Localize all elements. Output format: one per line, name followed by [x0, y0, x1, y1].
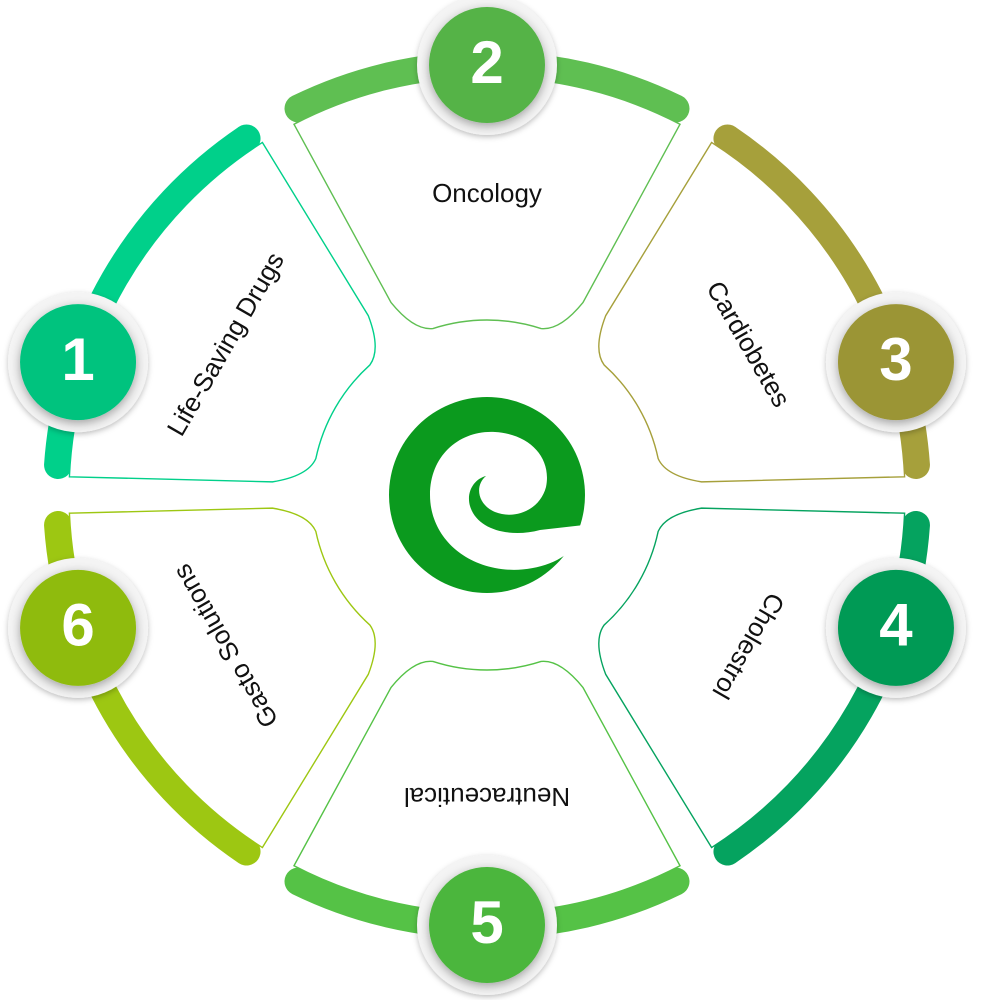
badge-disc-4: [837, 569, 954, 686]
badge-disc-1: [20, 304, 137, 421]
badge-disc-3: [837, 304, 954, 421]
badge-number-1: 1: [61, 326, 94, 393]
segment-label-2: Oncology: [432, 178, 542, 208]
logo-e-swirl: [430, 431, 584, 570]
badge-number-4: 4: [879, 592, 913, 659]
badge-number-2: 2: [470, 29, 503, 96]
badge-number-6: 6: [61, 592, 94, 659]
segment-panels: [68, 76, 906, 914]
badge-disc-6: [20, 569, 137, 686]
badge-number-5: 5: [470, 889, 503, 956]
segment-panel-6: [68, 507, 376, 849]
badge-disc-5: [429, 867, 545, 983]
segment-label-5: Neutraceutical: [404, 782, 570, 812]
center-logo: [389, 397, 585, 593]
badge-number-3: 3: [879, 326, 912, 393]
badge-disc-2: [429, 7, 545, 123]
number-badges: 1 2 3 4 5 6: [8, 0, 966, 995]
segment-panel-3: [598, 141, 906, 483]
